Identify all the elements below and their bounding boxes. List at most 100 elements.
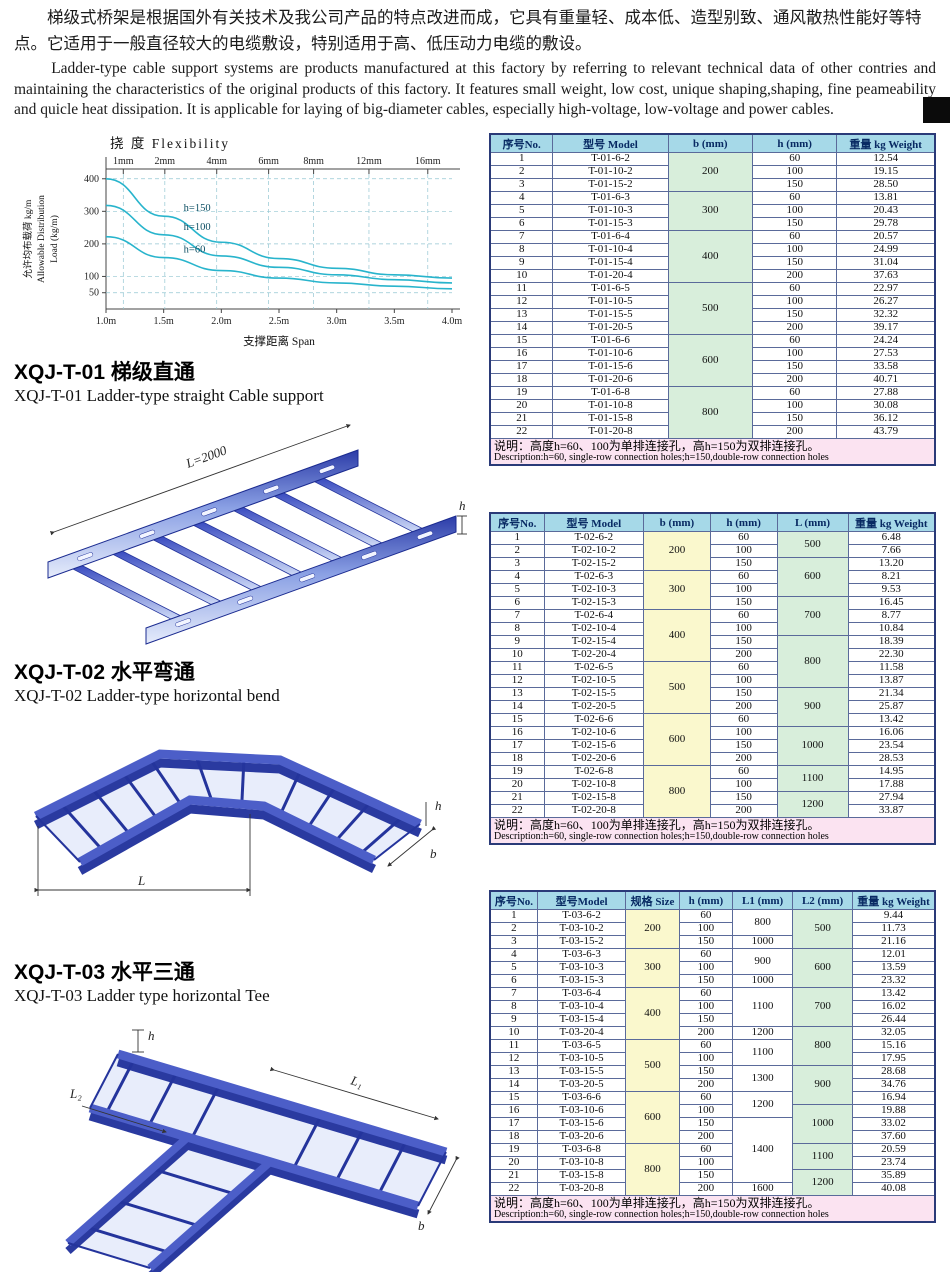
bend-rungs	[59, 755, 405, 855]
dim-label-b: b	[418, 1218, 425, 1233]
cell-no: 19	[489, 765, 545, 779]
cell-weight: 19.88	[852, 1104, 936, 1118]
cell-no: 16	[489, 1104, 538, 1118]
column-header-size: 规格 Size	[625, 890, 680, 910]
cell-h: 60	[751, 230, 838, 244]
cell-weight: 20.57	[836, 230, 936, 244]
cell-no: 4	[489, 570, 545, 584]
cell-h: 60	[678, 1039, 734, 1053]
cell-no: 22	[489, 425, 554, 439]
cell-weight: 20.43	[836, 204, 936, 218]
cell-h: 200	[678, 1026, 734, 1040]
cell-h: 100	[709, 726, 778, 740]
cell-no: 10	[489, 648, 545, 662]
x-tick-label: 4.0m	[442, 316, 463, 327]
column-header-b: b (mm)	[667, 133, 753, 153]
cell-no: 13	[489, 687, 545, 701]
cell-h: 150	[751, 360, 838, 374]
tee-stem-rail-left	[65, 1134, 191, 1246]
cell-h: 200	[709, 804, 778, 818]
cell-h: 150	[678, 1169, 734, 1183]
cell-L: 600	[776, 557, 849, 597]
cell-h: 100	[751, 347, 838, 361]
cell-weight: 13.20	[847, 557, 936, 571]
tee-endcap-stem	[67, 1242, 151, 1269]
dim-label-h: h	[148, 1028, 155, 1043]
cell-model: T-01-10-2	[552, 165, 669, 179]
cell-weight: 16.06	[847, 726, 936, 740]
cell-no: 5	[489, 583, 545, 597]
column-header-no: 序号No.	[489, 512, 545, 532]
curve-label: h=100	[184, 222, 211, 233]
cell-L2: 1000	[792, 1104, 854, 1144]
cell-model: T-01-10-8	[552, 399, 669, 413]
cell-no: 2	[489, 165, 554, 179]
column-header-L2: L2 (mm)	[792, 890, 854, 910]
cell-no: 21	[489, 412, 554, 426]
cell-model: T-02-10-5	[543, 674, 645, 688]
dim-label-h: h	[459, 498, 466, 513]
cell-h: 150	[751, 178, 838, 192]
cell-no: 17	[489, 1117, 538, 1131]
cell-weight: 27.88	[836, 386, 936, 400]
cell-model: T-03-6-2	[536, 909, 627, 923]
cell-model: T-02-10-8	[543, 778, 645, 792]
table-note-en: Description:h=60, single-row connection …	[494, 451, 829, 463]
cell-model: T-02-15-3	[543, 596, 645, 610]
cell-weight: 8.77	[847, 609, 936, 623]
cell-no: 12	[489, 295, 554, 309]
cell-no: 15	[489, 334, 554, 348]
cell-h: 150	[709, 739, 778, 753]
cell-weight: 28.50	[836, 178, 936, 192]
cell-h: 150	[751, 256, 838, 270]
cell-weight: 8.21	[847, 570, 936, 584]
cell-model: T-01-6-3	[552, 191, 669, 205]
cell-model: T-03-6-6	[536, 1091, 627, 1105]
cell-L2: 600	[792, 948, 854, 988]
cell-no: 18	[489, 373, 554, 387]
cell-h: 100	[678, 1000, 734, 1014]
cell-no: 16	[489, 347, 554, 361]
cell-model: T-03-10-4	[536, 1000, 627, 1014]
drawing-horizontal-bend: L b h b	[33, 749, 442, 896]
section-title-t03-en: XQJ-T-03 Ladder type horizontal Tee	[14, 986, 270, 1005]
cell-weight: 7.66	[847, 544, 936, 558]
cell-h: 100	[678, 1052, 734, 1066]
load-curve	[105, 204, 453, 284]
load-curve	[105, 235, 453, 290]
cell-no: 18	[489, 752, 545, 766]
cell-weight: 26.27	[836, 295, 936, 309]
column-header-b: b (mm)	[643, 512, 711, 532]
cell-model: T-03-10-3	[536, 961, 627, 975]
drawing-straight-ladder: L=2000 h	[47, 424, 467, 645]
cell-h: 100	[751, 399, 838, 413]
cell-weight: 27.94	[847, 791, 936, 805]
cell-weight: 37.60	[852, 1130, 936, 1144]
cell-no: 15	[489, 713, 545, 727]
column-header-weight: 重量 kg Weight	[847, 512, 936, 532]
cell-h: 150	[709, 791, 778, 805]
cell-b: 400	[643, 609, 711, 662]
column-header-weight: 重量 kg Weight	[836, 133, 936, 153]
cell-b: 600	[667, 334, 753, 387]
bend-rail-outer	[33, 749, 422, 829]
cell-h: 200	[709, 700, 778, 714]
cell-no: 6	[489, 596, 545, 610]
cell-model: T-02-10-6	[543, 726, 645, 740]
cell-h: 150	[709, 596, 778, 610]
cell-h: 60	[751, 191, 838, 205]
cell-no: 2	[489, 544, 545, 558]
dim-line-b	[387, 825, 437, 867]
cell-model: T-03-20-5	[536, 1078, 627, 1092]
cell-no: 5	[489, 961, 538, 975]
cell-model: T-03-10-8	[536, 1156, 627, 1170]
cell-no: 9	[489, 256, 554, 270]
